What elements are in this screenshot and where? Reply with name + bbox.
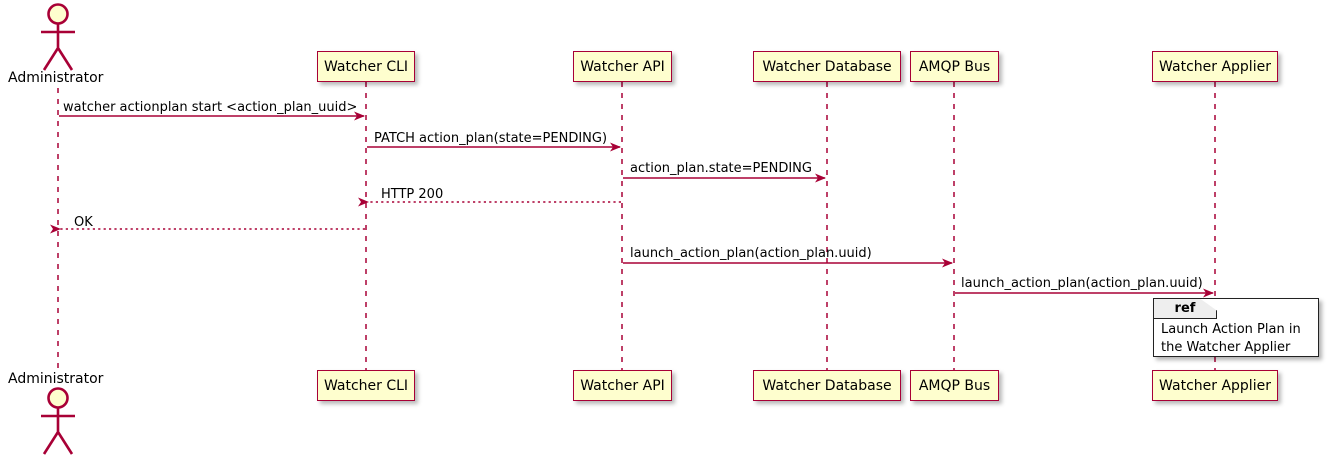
lifelines-group [57, 82, 1216, 370]
participant-box-amqp_bus-bottom[interactable]: AMQP Bus [910, 370, 999, 401]
actor-body-administrator [41, 24, 75, 71]
participant-label-watcher_cli-bottom: Watcher CLI [323, 377, 409, 394]
participant-label-amqp_bus-top: AMQP Bus [918, 58, 991, 75]
message-label-m1: watcher actionplan start <action_plan_uu… [63, 100, 358, 115]
participant-box-watcher_api-top[interactable]: Watcher API [573, 51, 672, 82]
participant-label-amqp_bus-bottom: AMQP Bus [918, 377, 991, 394]
ref-fragment-text: Launch Action Plan in the Watcher Applie… [1161, 322, 1301, 355]
actor-figure-administrator [41, 3, 75, 71]
participant-box-watcher_api-bottom[interactable]: Watcher API [573, 370, 672, 401]
message-label-m3: action_plan.state=PENDING [630, 161, 812, 176]
actor-head-administrator-bottom [47, 387, 69, 409]
participant-label-administrator-top: Administrator [8, 70, 104, 86]
participant-label-watcher_db-top: Watcher Database [762, 58, 892, 75]
message-label-m6: launch_action_plan(action_plan.uuid) [630, 246, 872, 261]
participant-label-watcher_applier-bottom: Watcher Applier [1159, 377, 1271, 394]
message-label-m5: OK [74, 215, 93, 230]
participant-box-amqp_bus-top[interactable]: AMQP Bus [910, 51, 999, 82]
message-label-m2: PATCH action_plan(state=PENDING) [374, 131, 608, 146]
message-label-m7: launch_action_plan(action_plan.uuid) [961, 276, 1203, 291]
participant-box-watcher_db-top[interactable]: Watcher Database [753, 51, 901, 82]
actor-figures-group [41, 3, 75, 455]
ref-fragment-tab-label: ref [1154, 299, 1217, 319]
participant-label-watcher_api-bottom: Watcher API [580, 377, 665, 394]
participant-label-watcher_cli-top: Watcher CLI [323, 58, 409, 75]
actor-body-administrator-bottom [41, 408, 75, 455]
actor-figure-administrator-bottom [41, 387, 75, 455]
participant-box-watcher_cli-bottom[interactable]: Watcher CLI [317, 370, 415, 401]
ref-fragment: ref Launch Action Plan in the Watcher Ap… [1153, 298, 1319, 357]
participant-box-watcher_cli-top[interactable]: Watcher CLI [317, 51, 415, 82]
participant-box-watcher_db-bottom[interactable]: Watcher Database [753, 370, 901, 401]
participant-box-watcher_applier-bottom[interactable]: Watcher Applier [1152, 370, 1278, 401]
message-label-m4: HTTP 200 [381, 187, 444, 202]
participant-label-administrator-bottom: Administrator [8, 371, 104, 387]
participant-box-watcher_applier-top[interactable]: Watcher Applier [1152, 51, 1278, 82]
actor-head-administrator [47, 3, 69, 25]
participant-label-watcher_applier-top: Watcher Applier [1159, 58, 1271, 75]
message-arrows-group [50, 111, 1214, 298]
participant-label-watcher_db-bottom: Watcher Database [762, 377, 892, 394]
participant-label-watcher_api-top: Watcher API [580, 58, 665, 75]
